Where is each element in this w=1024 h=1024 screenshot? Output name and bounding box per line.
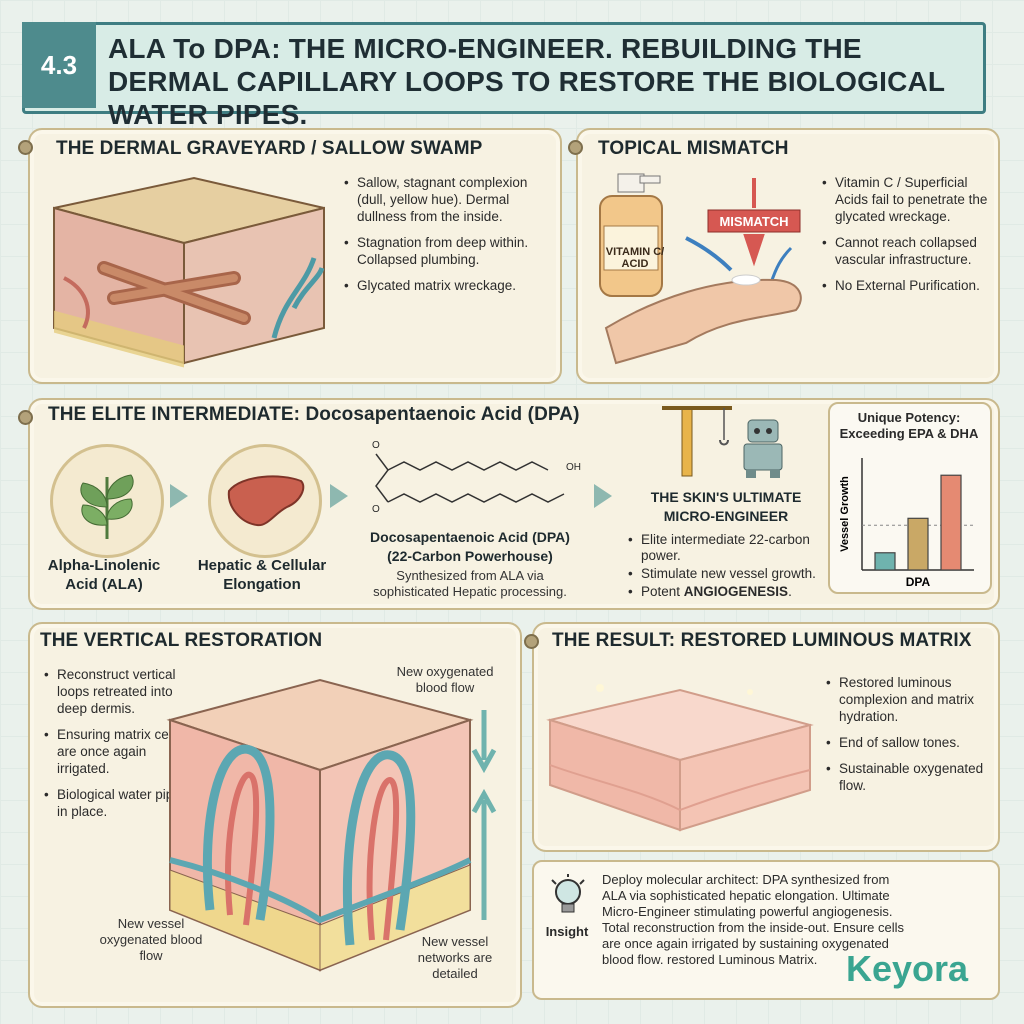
restoration-label-right: New vessel networks are detailed <box>417 934 493 981</box>
dpa-title: Docosapentaenoic Acid (DPA) (22-Carbon P… <box>370 529 570 564</box>
result-bullets: Restored luminous complexion and matrix … <box>826 674 992 803</box>
result-bullet: End of sallow tones. <box>826 734 992 751</box>
leaf-icon <box>80 474 134 539</box>
molecule-hydroxyl: OH <box>566 462 581 473</box>
molecule-oxygen: O <box>372 440 380 451</box>
restoration-bullet: Biological water pipes in place. <box>44 786 192 820</box>
graveyard-bullet: Stagnation from deep within. Collapsed p… <box>344 234 549 268</box>
upward-flow-arrows-icon <box>471 710 497 920</box>
chart-title: Unique Potency: Exceeding EPA & DHA <box>839 410 979 441</box>
ala-label: Alpha-Linolenic Acid (ALA) <box>47 557 161 593</box>
restoration-label-left: New vessel oxygenated blood flow <box>99 916 203 963</box>
mismatch-bullet: Cannot reach collapsed vascular infrastr… <box>822 234 992 268</box>
panel-pin-icon <box>568 140 583 160</box>
potency-chart-card <box>828 402 992 594</box>
restoration-label-top: New oxygenated blood flow <box>396 664 494 695</box>
restoration-bullets: Reconstruct vertical loops retreated int… <box>44 666 192 829</box>
chart-bar <box>907 517 929 571</box>
arrow-icon <box>330 484 348 508</box>
result-heading: THE RESULT: RESTORED LUMINOUS MATRIX <box>552 630 972 651</box>
graveyard-bullet: Glycated matrix wreckage. <box>344 277 549 294</box>
hepatic-label: Hepatic & Cellular Elongation <box>197 557 327 593</box>
panel-pin-icon <box>18 410 33 430</box>
graveyard-heading: THE DERMAL GRAVEYARD / SALLOW SWAMP <box>56 138 483 159</box>
engineer-bullets: Elite intermediate 22-carbon power. Stim… <box>628 532 838 602</box>
mismatch-bullet: No External Purification. <box>822 277 992 294</box>
title-banner <box>22 22 986 114</box>
section-number-badge: 4.3 <box>22 22 96 108</box>
chart-x-label: DPA <box>906 575 931 589</box>
insight-box <box>532 860 1000 1000</box>
lightbulb-icon <box>551 874 585 913</box>
dermal-graveyard-illustration <box>53 176 325 368</box>
liver-circle <box>208 444 322 558</box>
result-bullet: Restored luminous complexion and matrix … <box>826 674 992 725</box>
graveyard-bullet: Sallow, stagnant complexion (dull, yello… <box>344 174 549 225</box>
panel-pin-icon <box>524 634 539 654</box>
insight-label: Insight <box>545 924 589 939</box>
topical-application-illustration <box>599 173 802 365</box>
restoration-heading: THE VERTICAL RESTORATION <box>40 630 323 651</box>
chart-y-label: Vessel Growth <box>839 476 851 552</box>
arrow-icon <box>170 484 188 508</box>
vertical-restoration-illustration <box>166 678 474 972</box>
panel-pin-icon <box>18 140 33 160</box>
bottle-label: VITAMIN C/ ACID <box>605 246 665 270</box>
potency-bar-chart: DPA Vessel Growth <box>839 458 974 589</box>
graveyard-bullets: Sallow, stagnant complexion (dull, yello… <box>344 174 549 303</box>
chart-bar <box>940 474 962 571</box>
page-title: ALA To DPA: THE MICRO-ENGINEER. REBUILDI… <box>108 33 945 130</box>
chart-bar <box>874 552 896 571</box>
restoration-bullet: Ensuring matrix cells are once again irr… <box>44 726 192 777</box>
insight-text: Deploy molecular architect: DPA synthesi… <box>602 872 905 967</box>
restoration-bullet: Reconstruct vertical loops retreated int… <box>44 666 192 717</box>
dpa-molecule-diagram <box>375 453 565 503</box>
brand-logo: Keyora <box>846 948 969 989</box>
engineer-bullet: Elite intermediate 22-carbon power. <box>628 532 838 564</box>
result-bullet: Sustainable oxygenated flow. <box>826 760 992 794</box>
engineer-bullet: Potent ANGIOGENESIS. <box>628 584 838 600</box>
mismatch-heading: TOPICAL MISMATCH <box>598 138 789 159</box>
engineer-title: THE SKIN'S ULTIMATE MICRO-ENGINEER <box>650 489 802 524</box>
mismatch-bullet: Vitamin C / Superficial Acids fail to pe… <box>822 174 992 225</box>
mismatch-tag: MISMATCH <box>719 214 789 229</box>
elite-heading: THE ELITE INTERMEDIATE: Docosapentaenoic… <box>48 404 580 425</box>
ala-circle <box>50 444 164 558</box>
dpa-subtitle: Synthesized from ALA via sophisticated H… <box>373 568 567 599</box>
molecule-oxygen: O <box>372 504 380 515</box>
crane-robot-icon <box>662 406 783 478</box>
luminous-skin-illustration <box>546 684 814 832</box>
liver-icon <box>227 475 305 527</box>
engineer-bullet: Stimulate new vessel growth. <box>628 566 838 582</box>
arrow-icon <box>594 484 612 508</box>
mismatch-bullets: Vitamin C / Superficial Acids fail to pe… <box>822 174 992 303</box>
